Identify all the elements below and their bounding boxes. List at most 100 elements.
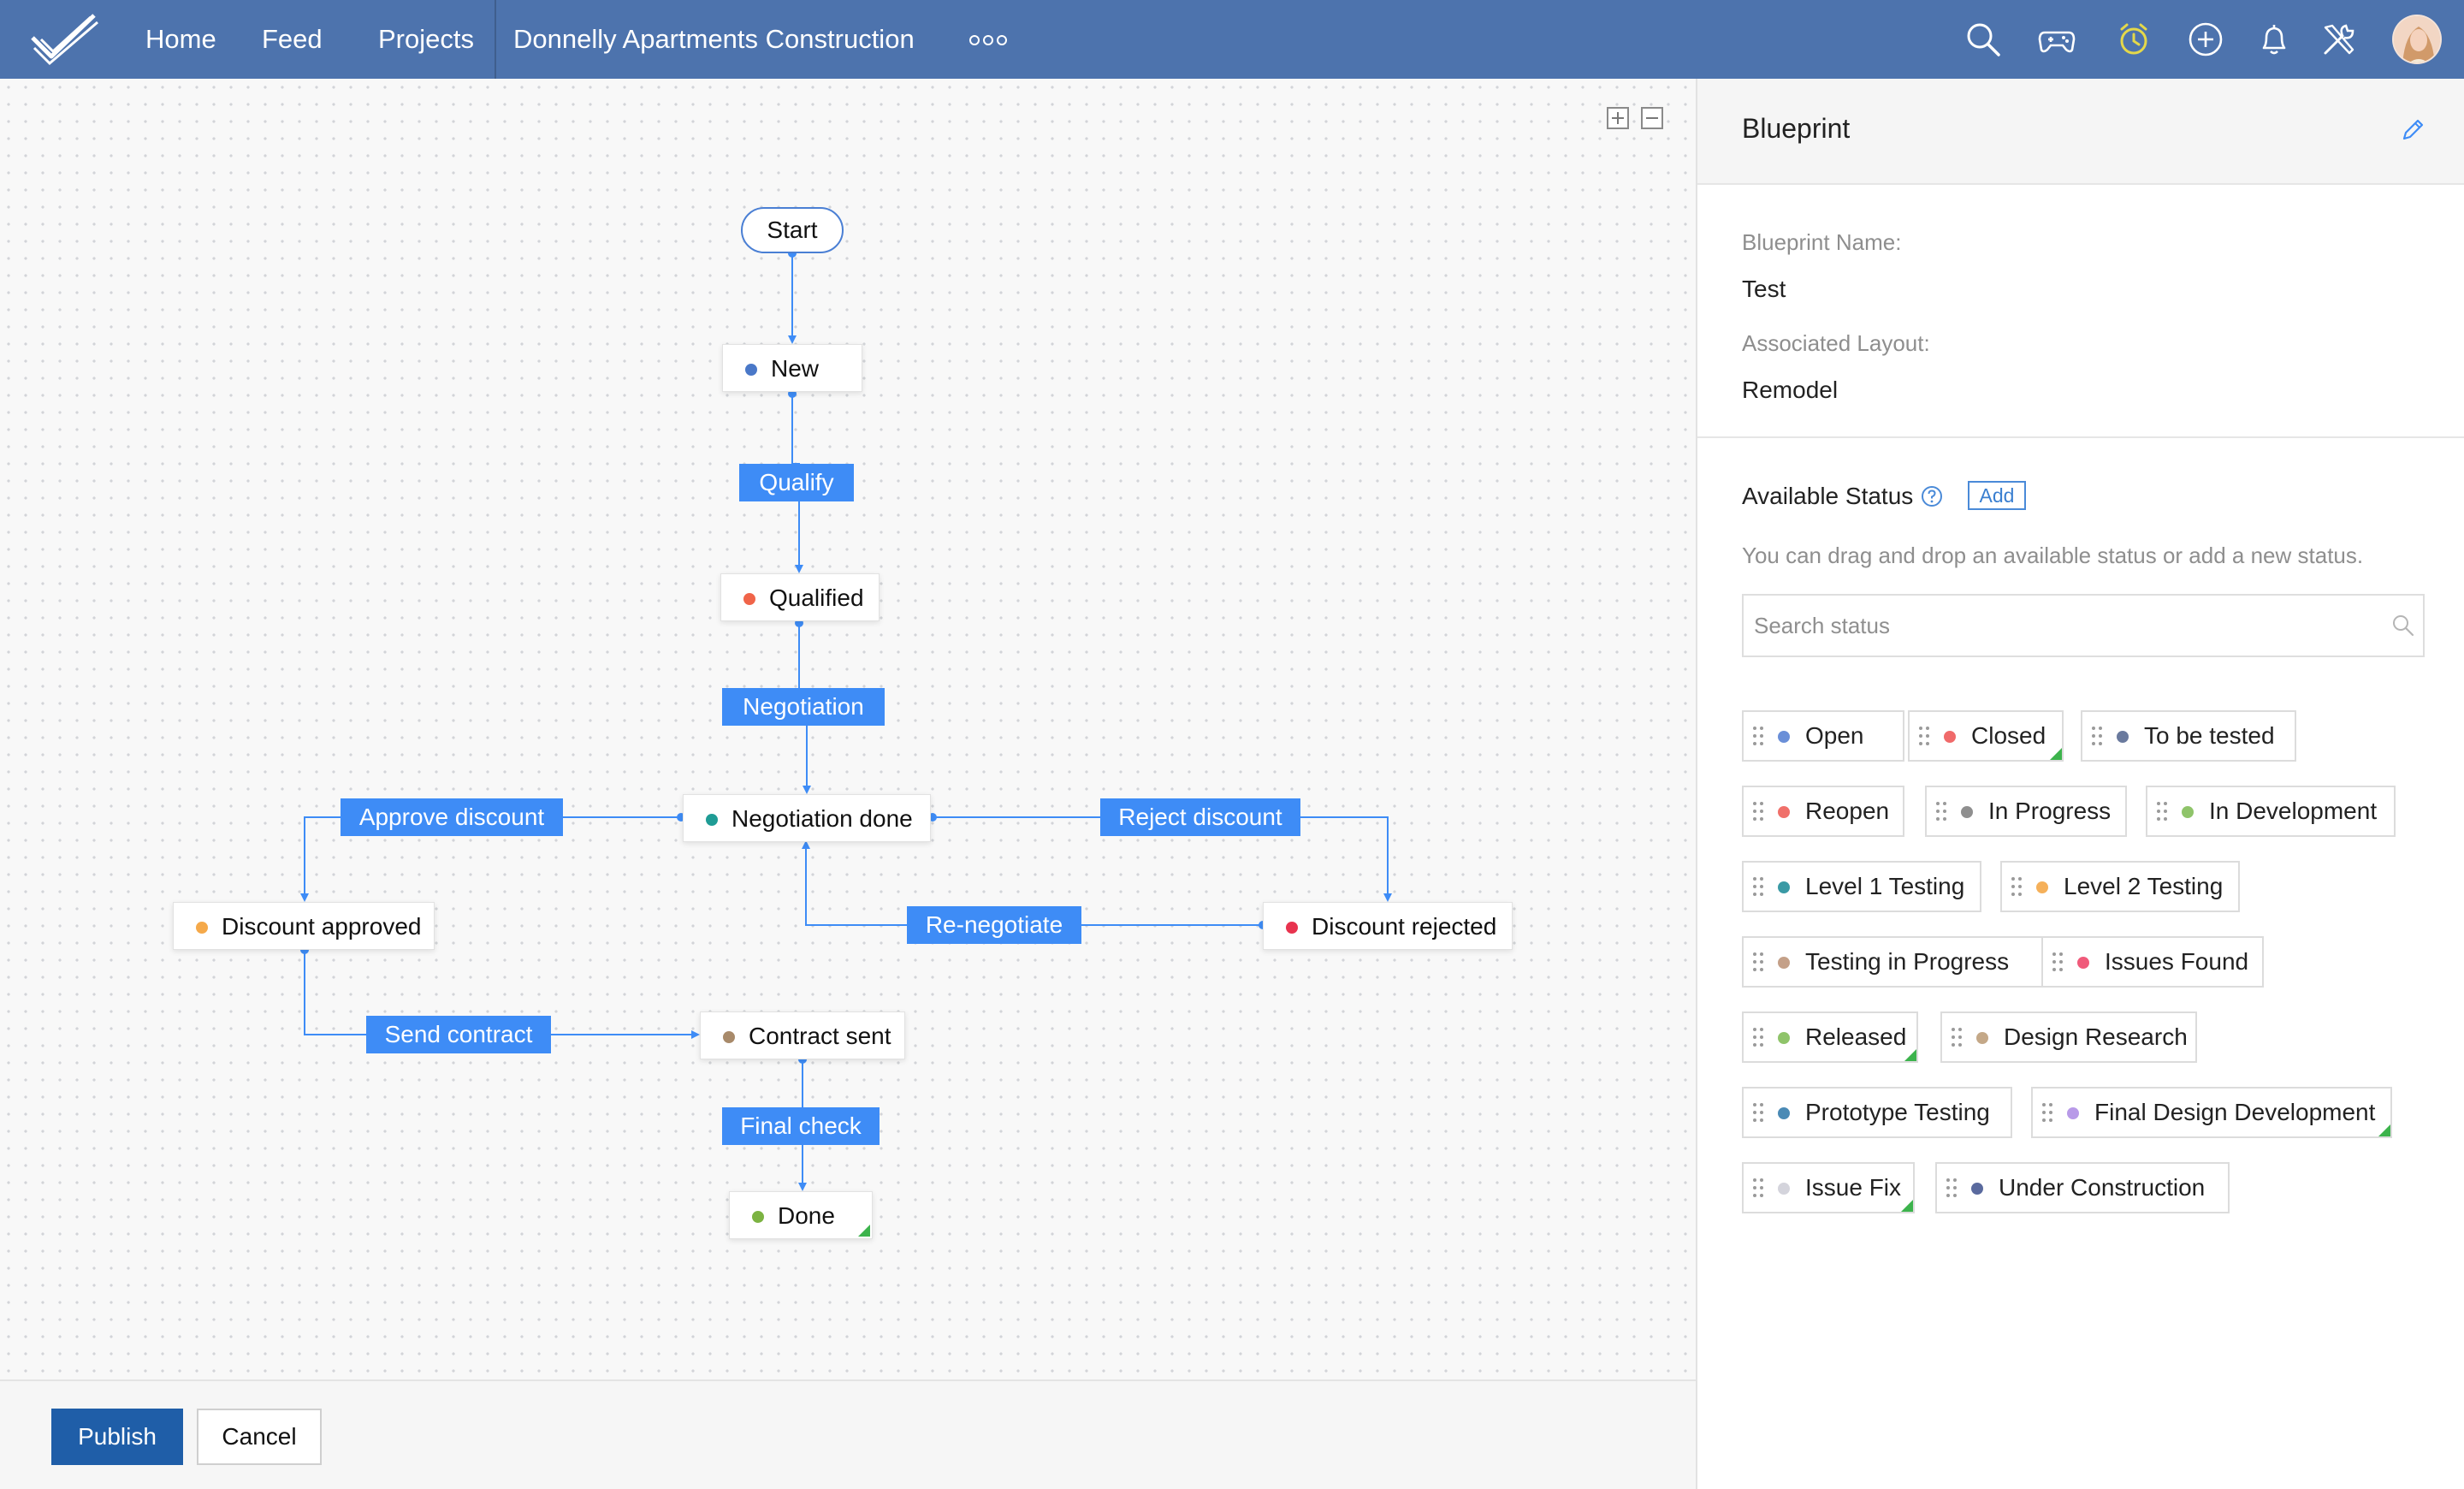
drag-handle-icon[interactable] bbox=[2052, 952, 2064, 972]
game-controller-icon[interactable] bbox=[2038, 21, 2076, 58]
node-label: Negotiation done bbox=[732, 805, 913, 832]
drag-handle-icon[interactable] bbox=[1752, 726, 1764, 746]
app-logo-icon[interactable] bbox=[29, 12, 101, 67]
node-contract-sent[interactable]: Contract sent bbox=[700, 1011, 905, 1059]
panel-header: Blueprint bbox=[1697, 79, 2464, 185]
transition-negotiation[interactable]: Negotiation bbox=[722, 688, 885, 726]
node-discount-rejected[interactable]: Discount rejected bbox=[1263, 902, 1513, 950]
node-done[interactable]: Done bbox=[729, 1191, 873, 1239]
cancel-button[interactable]: Cancel bbox=[197, 1409, 322, 1465]
status-chip-label: Under Construction bbox=[1999, 1174, 2206, 1201]
status-chip[interactable]: Reopen bbox=[1742, 786, 1904, 837]
drag-handle-icon[interactable] bbox=[2156, 801, 2168, 822]
panel-title: Blueprint bbox=[1742, 113, 1851, 144]
status-chip-label: Design Research bbox=[2004, 1023, 2188, 1050]
nav-projects[interactable]: Projects bbox=[378, 24, 474, 54]
status-chip-label: Released bbox=[1805, 1023, 1907, 1050]
search-icon[interactable] bbox=[2390, 613, 2416, 638]
status-chip-label: Final Design Development bbox=[2094, 1099, 2376, 1125]
status-chip-label: Reopen bbox=[1805, 798, 1890, 824]
start-node[interactable]: Start bbox=[741, 207, 844, 253]
transition-final-check[interactable]: Final check bbox=[722, 1107, 880, 1145]
node-negotiation-done[interactable]: Negotiation done bbox=[683, 794, 931, 842]
completed-marker bbox=[858, 1225, 870, 1237]
drag-handle-icon[interactable] bbox=[1752, 952, 1764, 972]
status-chip[interactable]: Design Research bbox=[1940, 1011, 2197, 1063]
status-chip[interactable]: Open bbox=[1742, 710, 1904, 762]
status-dot bbox=[745, 364, 757, 376]
status-chip[interactable]: Level 2 Testing bbox=[2000, 861, 2240, 912]
status-dot bbox=[1944, 731, 1956, 743]
status-chip[interactable]: Closed bbox=[1908, 710, 2064, 762]
status-chip-label: Open bbox=[1805, 722, 1864, 749]
status-dot bbox=[2077, 957, 2089, 969]
publish-button[interactable]: Publish bbox=[51, 1409, 183, 1465]
status-chip-label: In Development bbox=[2209, 798, 2378, 824]
drag-handle-icon[interactable] bbox=[1752, 1027, 1764, 1047]
node-label: Discount rejected bbox=[1312, 913, 1497, 940]
status-search-input[interactable] bbox=[1744, 596, 2377, 656]
status-chip[interactable]: Under Construction bbox=[1935, 1162, 2230, 1213]
status-chip[interactable]: Prototype Testing bbox=[1742, 1087, 2012, 1138]
drag-handle-icon[interactable] bbox=[2011, 876, 2023, 897]
used-marker bbox=[1904, 1049, 1916, 1061]
transition-qualify[interactable]: Qualify bbox=[739, 464, 854, 501]
status-chip[interactable]: Final Design Development bbox=[2031, 1087, 2392, 1138]
transition-approve-discount[interactable]: Approve discount bbox=[341, 798, 563, 836]
transition-send-contract[interactable]: Send contract bbox=[366, 1016, 551, 1053]
status-chip[interactable]: To be tested bbox=[2081, 710, 2296, 762]
status-chip[interactable]: In Progress bbox=[1925, 786, 2127, 837]
edit-pencil-icon[interactable] bbox=[2399, 116, 2426, 144]
node-new[interactable]: New bbox=[722, 344, 862, 392]
nav-divider bbox=[495, 0, 496, 79]
add-circle-icon[interactable] bbox=[2187, 21, 2224, 58]
drag-handle-icon[interactable] bbox=[1946, 1178, 1958, 1198]
status-dot bbox=[723, 1031, 735, 1043]
nav-home[interactable]: Home bbox=[145, 24, 216, 54]
help-icon[interactable] bbox=[1920, 484, 1944, 508]
blueprint-canvas[interactable] bbox=[0, 79, 1696, 1379]
status-dot bbox=[706, 814, 718, 826]
status-chip-label: To be tested bbox=[2144, 722, 2275, 749]
status-dot bbox=[2182, 806, 2194, 818]
transition-renegotiate[interactable]: Re-negotiate bbox=[907, 906, 1081, 944]
zoom-out-button[interactable] bbox=[1641, 107, 1663, 129]
drag-handle-icon[interactable] bbox=[1752, 1178, 1764, 1198]
node-discount-approved[interactable]: Discount approved bbox=[173, 902, 435, 950]
transition-reject-discount[interactable]: Reject discount bbox=[1100, 798, 1300, 836]
more-options-icon[interactable] bbox=[968, 34, 1008, 46]
associated-layout-value: Remodel bbox=[1742, 377, 1839, 403]
flow-connectors bbox=[300, 249, 1392, 1191]
project-title[interactable]: Donnelly Apartments Construction bbox=[513, 24, 915, 54]
drag-handle-icon[interactable] bbox=[1752, 876, 1764, 897]
status-chip-label: In Progress bbox=[1988, 798, 2112, 824]
drag-handle-icon[interactable] bbox=[1935, 801, 1947, 822]
drag-handle-icon[interactable] bbox=[1752, 801, 1764, 822]
drag-handle-icon[interactable] bbox=[2041, 1102, 2053, 1123]
status-chip[interactable]: In Development bbox=[2146, 786, 2396, 837]
zoom-in-button[interactable] bbox=[1607, 107, 1629, 129]
associated-layout-label: Associated Layout: bbox=[1742, 330, 1930, 356]
node-label: Discount approved bbox=[222, 913, 422, 940]
drag-handle-icon[interactable] bbox=[1951, 1027, 1963, 1047]
drag-handle-icon[interactable] bbox=[1752, 1102, 1764, 1123]
nav-feed[interactable]: Feed bbox=[262, 24, 323, 54]
tools-settings-icon[interactable] bbox=[2320, 21, 2358, 58]
status-chip[interactable]: Released bbox=[1742, 1011, 1918, 1063]
blueprint-panel: Blueprint Blueprint Name: Test Associate… bbox=[1696, 79, 2464, 1489]
timer-icon[interactable] bbox=[2115, 21, 2153, 58]
drag-handle-icon[interactable] bbox=[1918, 726, 1930, 746]
user-avatar[interactable] bbox=[2392, 15, 2442, 64]
status-dot bbox=[1971, 1183, 1983, 1195]
drag-handle-icon[interactable] bbox=[2091, 726, 2103, 746]
node-qualified[interactable]: Qualified bbox=[720, 573, 880, 621]
status-chip[interactable]: Issues Found bbox=[2041, 936, 2264, 988]
status-chip[interactable]: Level 1 Testing bbox=[1742, 861, 1981, 912]
status-chip-label: Level 1 Testing bbox=[1805, 873, 1965, 899]
search-icon[interactable] bbox=[1964, 21, 2002, 58]
notification-bell-icon[interactable] bbox=[2255, 21, 2293, 58]
status-search-box[interactable] bbox=[1742, 594, 2425, 657]
status-chip[interactable]: Testing in Progress bbox=[1742, 936, 2043, 988]
status-chip[interactable]: Issue Fix bbox=[1742, 1162, 1915, 1213]
add-status-button[interactable]: Add bbox=[1968, 481, 2026, 510]
